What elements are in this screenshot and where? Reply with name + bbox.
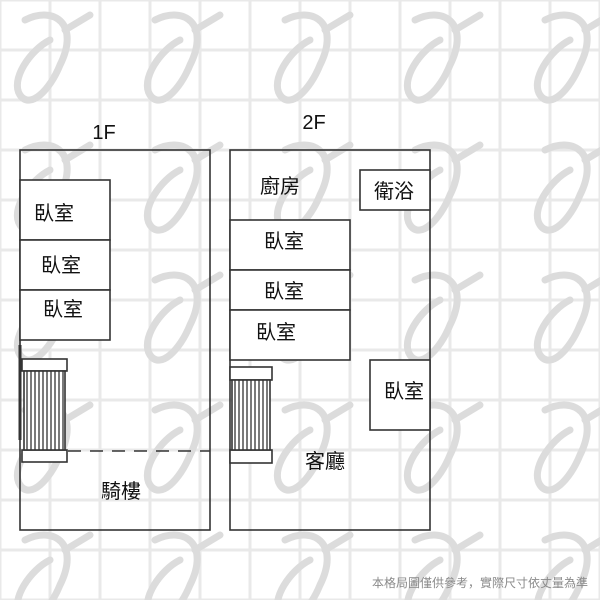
logo-watermark: [273, 401, 354, 494]
floor-1-bedroom-c: [19, 289, 111, 341]
logo-watermark: [403, 401, 484, 494]
floor-2-bathroom: [359, 169, 431, 211]
room-label-arcade: 騎樓: [101, 479, 141, 503]
room-label-living: 客廳: [305, 449, 345, 473]
room-label-bathroom: 衛浴: [374, 179, 414, 203]
logo-watermark: [403, 11, 484, 104]
stairs-icon: [229, 366, 273, 464]
floor-1-label: 1F: [92, 122, 115, 144]
logo-watermark: [404, 531, 484, 600]
logo-watermark: [143, 401, 224, 494]
logo-watermark: [13, 11, 94, 104]
room-label-bedroom: 臥室: [264, 279, 304, 303]
room-label-bedroom: 臥室: [384, 379, 424, 403]
room-label-bedroom: 臥室: [34, 201, 74, 225]
room-label-bedroom: 臥室: [264, 229, 304, 253]
room-label-bedroom: 臥室: [41, 253, 81, 277]
floor-1-bedroom-a: [19, 179, 111, 241]
stairs-icon: [18, 345, 68, 463]
floor-2-label: 2F: [302, 112, 325, 134]
logo-watermark: [144, 531, 224, 600]
floor-2-plan: 2F 廚房 衛浴 臥室 臥室 臥室 臥室 客廳: [229, 112, 431, 531]
logo-watermark: [274, 531, 354, 600]
disclaimer-text: 本格局圖僅供參考，實際尺寸依丈量為準: [372, 575, 588, 590]
logo-watermark: [533, 141, 600, 234]
logo-watermark: [533, 271, 600, 364]
room-label-bedroom: 臥室: [256, 320, 296, 344]
logo-watermark: [534, 531, 600, 600]
logo-watermark: [273, 11, 354, 104]
floor-2-bedroom-a: [229, 219, 351, 271]
logo-watermark: [533, 11, 600, 104]
floor-2-bedroom-d: [369, 359, 431, 431]
logo-watermark: [14, 531, 94, 600]
logo-watermark: [143, 271, 224, 364]
logo-watermark: [143, 141, 224, 234]
room-label-bedroom: 臥室: [43, 297, 83, 321]
logo-watermark: [403, 271, 484, 364]
room-label-kitchen: 廚房: [260, 174, 300, 198]
floor-2-bedroom-b: [229, 269, 351, 311]
floor-1-bedroom-b: [19, 239, 111, 291]
floor-2-bedroom-c: [229, 309, 351, 361]
logo-watermark: [143, 11, 224, 104]
floor-1-plan: 1F 臥室 臥室 臥室 騎樓: [18, 122, 211, 531]
logo-watermark: [533, 401, 600, 494]
